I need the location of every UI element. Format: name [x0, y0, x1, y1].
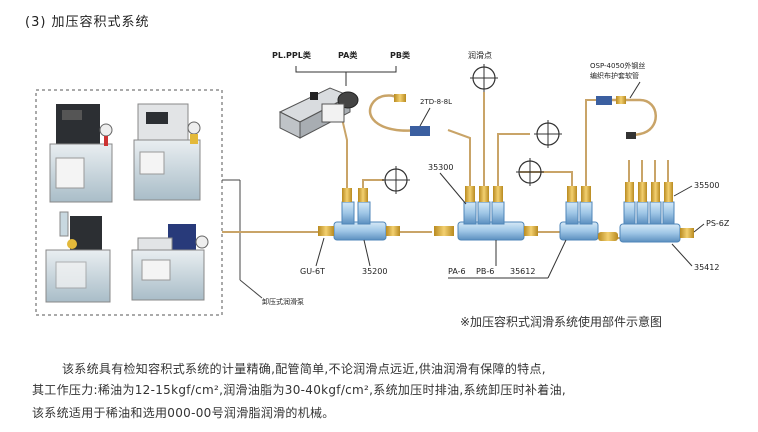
osp-hose-end [626, 132, 636, 139]
pump-unit-4 [131, 224, 209, 301]
page-title: (3) 加压容积式系统 [25, 15, 150, 30]
description-line-1: 该系统具有检知容积式系统的计量精确,配管简单,不论润滑点远近,供油润滑有保障的特… [62, 362, 546, 376]
label-lube-point: 润滑点 [468, 50, 492, 60]
hose-fitting-1 [394, 94, 406, 102]
system-diagram: 卸压式润滑泵 [35, 50, 730, 316]
branch-pipe-7 [585, 99, 600, 186]
lube-point-symbol-3 [534, 120, 562, 148]
branch-pipe-3 [447, 129, 471, 186]
branch-pipe-5 [497, 133, 530, 186]
distributor-block-2 [434, 186, 538, 241]
lube-point-symbol-4 [516, 158, 544, 186]
hose-loop-2 [612, 98, 657, 138]
description-line-2: 其工作压力:稀油为12-15kgf/cm²,润滑油脂为30-40kgf/cm²,… [32, 383, 567, 397]
machine-illustration [278, 87, 359, 139]
label-pa6: PA-6 [448, 267, 466, 276]
lube-point-symbol-1 [382, 166, 410, 194]
branch-pipe-6 [520, 171, 573, 186]
label-ps6z: PS-6Z [706, 219, 730, 228]
label-pb: PB类 [390, 50, 410, 60]
label-35612: 35612 [510, 267, 535, 276]
lube-point-symbol-2 [470, 64, 498, 92]
hose-loop-1 [368, 94, 421, 132]
osp-fitting [596, 96, 612, 105]
distributor-block-1 [318, 188, 400, 241]
osp-fitting-brass [616, 96, 626, 104]
label-35412: 35412 [694, 263, 719, 272]
label-td: 2TD-8-8L [420, 98, 452, 106]
label-35200: 35200 [362, 267, 387, 276]
pump-label: 卸压式润滑泵 [262, 297, 304, 306]
diagram-caption: ※加压容积式润滑系统使用部件示意图 [460, 315, 663, 329]
label-gu6t: GU-6T [300, 267, 325, 276]
pump-group-frame [35, 89, 223, 316]
branch-pipe-2 [362, 179, 384, 188]
label-pa: PA类 [338, 50, 357, 60]
distributor-block-4 [619, 160, 694, 243]
label-osp-line1: OSP-4050外钢丝 [590, 61, 645, 70]
td-fitting [410, 126, 430, 136]
label-35300: 35300 [428, 163, 453, 172]
label-35500: 35500 [694, 181, 719, 190]
pump-unit-1 [49, 104, 113, 203]
description-line-3: 该系统适用于稀油和选用000-00号润滑脂润滑的机械。 [32, 406, 335, 420]
label-pb6: PB-6 [476, 267, 494, 276]
label-pl-ppl: PL.PPL类 [272, 50, 311, 60]
pump-unit-2 [133, 103, 201, 201]
pump-unit-3 [45, 211, 111, 303]
label-osp-line2: 编织布护套软管 [590, 71, 639, 80]
distributor-block-3 [559, 186, 618, 241]
